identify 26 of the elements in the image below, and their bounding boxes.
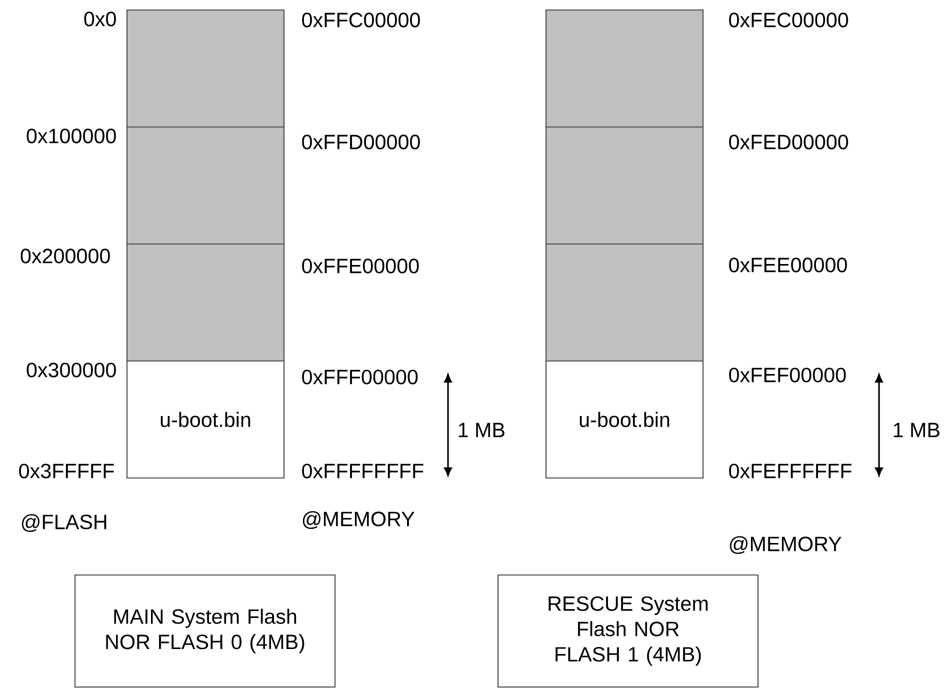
address-label: 0xFFF00000 — [302, 370, 418, 384]
memory-block — [126, 243, 285, 362]
address-label: 0xFFD00000 — [302, 134, 420, 150]
memory-block: u-boot.bin — [545, 360, 704, 479]
address-label: 0xFED00000 — [729, 134, 848, 150]
address-label: 0x100000 — [26, 128, 116, 144]
flash-box: RESCUE System Flash NOR FLASH 1 (4MB) — [497, 574, 759, 688]
memory-block — [545, 126, 704, 245]
address-label: 0x300000 — [26, 362, 116, 378]
memory-block — [545, 9, 704, 128]
flash-box: MAIN System Flash NOR FLASH 0 (4MB) — [74, 574, 336, 688]
address-label: 0xFEC00000 — [729, 12, 848, 28]
size-label: 1 MB — [458, 422, 504, 438]
address-label: 0xFFE00000 — [302, 258, 419, 274]
memory-block: u-boot.bin — [126, 360, 285, 479]
size-label: 1 MB — [894, 422, 940, 438]
space-label: @MEMORY — [302, 511, 414, 529]
address-label: 0xFEF00000 — [729, 368, 846, 382]
memory-block — [126, 9, 285, 128]
memory-block — [545, 243, 704, 362]
address-label: 0xFEFFFFFF — [729, 464, 852, 478]
address-label: 0x200000 — [20, 248, 110, 264]
address-label: 0xFEE00000 — [729, 258, 847, 272]
space-label: @FLASH — [22, 514, 106, 532]
space-label: @MEMORY — [730, 536, 842, 554]
memory-block — [126, 126, 285, 245]
